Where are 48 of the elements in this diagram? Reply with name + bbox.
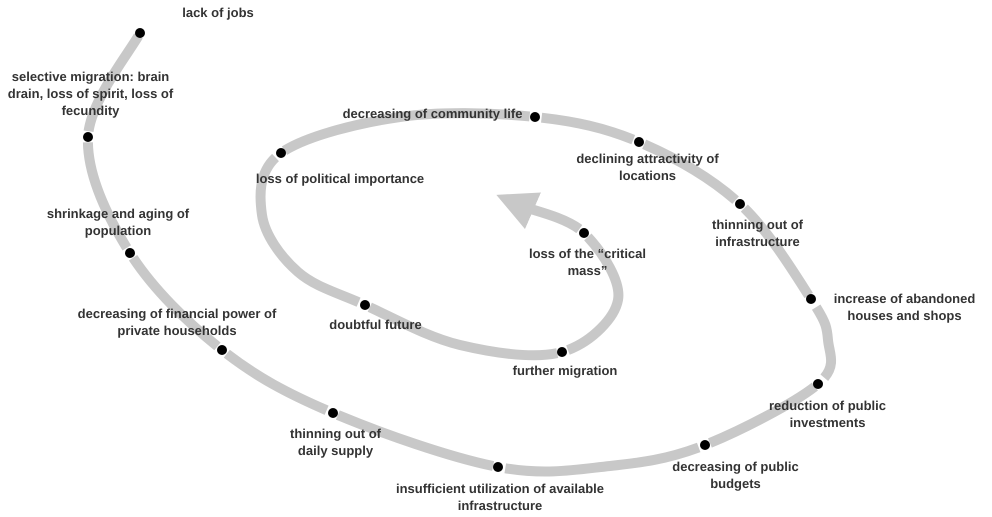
spiral-line <box>256 154 361 307</box>
spiral-dot <box>360 300 370 310</box>
step-label: shrinkage and aging of population <box>46 205 190 239</box>
spiral-dot <box>328 408 338 418</box>
spiral-line <box>566 234 624 355</box>
spiral-line <box>82 142 132 250</box>
step-label: further migration <box>512 362 618 379</box>
spiral-line <box>540 112 636 144</box>
step-label: insufficient utilization of available infrastructure <box>395 480 605 514</box>
spiral-dot <box>700 440 710 450</box>
step-label: thinning out of infrastructure <box>711 216 804 250</box>
spiral-dot <box>735 199 745 209</box>
step-label: loss of the “critical mass” <box>528 245 648 279</box>
spiral-line <box>224 350 329 415</box>
spiral-line <box>128 254 221 350</box>
spiral-dot <box>806 294 816 304</box>
step-label: reduction of public investments <box>768 397 887 431</box>
step-label: decreasing of community life <box>342 105 524 122</box>
spiral-line <box>812 304 836 381</box>
spiral-dot <box>813 379 823 389</box>
spiral-dot <box>135 28 145 38</box>
spiral-dot <box>493 462 503 472</box>
spiral-dot <box>557 347 567 357</box>
spiral-dot <box>530 112 540 122</box>
step-label: doubtful future <box>328 316 423 333</box>
spiral-line <box>642 140 739 204</box>
step-label: lack of jobs <box>181 4 255 21</box>
spiral-dot <box>634 137 644 147</box>
step-label: decreasing of public budgets <box>671 458 800 492</box>
spiral-dot <box>276 148 286 158</box>
step-label: increase of abandoned houses and shops <box>832 290 976 324</box>
spiral-line <box>282 108 530 156</box>
spiral-dot <box>579 228 589 238</box>
step-label: loss of political importance <box>254 170 426 187</box>
step-label: selective migration: brain drain, loss of spirit, loss of fecundity <box>6 68 174 119</box>
spiral-dot <box>83 132 93 142</box>
spiral-line <box>84 33 143 132</box>
spiral-arrow <box>496 192 582 234</box>
spiral-line <box>504 442 700 477</box>
step-label: thinning out of daily supply <box>289 425 382 459</box>
step-label: decreasing of financial power of private households <box>76 305 278 339</box>
spiral-dot <box>217 345 227 355</box>
spiral-line <box>708 382 818 448</box>
spiral-dot <box>125 248 135 258</box>
step-label: declining attractivity of locations <box>575 150 720 184</box>
spiral-line <box>368 302 558 360</box>
spiral-line <box>740 204 813 298</box>
spiral-line <box>336 410 494 471</box>
